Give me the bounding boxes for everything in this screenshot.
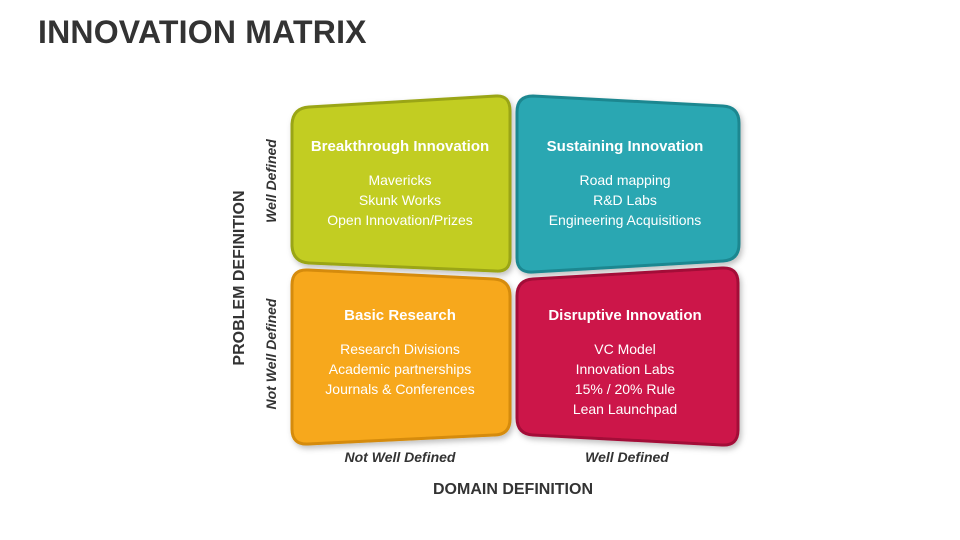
x-axis-title: DOMAIN DEFINITION bbox=[433, 481, 593, 498]
quadrant-disruptive: Disruptive Innovation VC Model Innovatio… bbox=[520, 307, 730, 419]
quadrant-basic-item: Research Divisions bbox=[340, 341, 460, 357]
quadrant-sustaining: Sustaining Innovation Road mapping R&D L… bbox=[520, 138, 730, 230]
quadrant-disruptive-item: 15% / 20% Rule bbox=[574, 381, 676, 397]
x-axis-left-label: Not Well Defined bbox=[344, 449, 456, 465]
y-axis-title: PROBLEM DEFINITION bbox=[231, 190, 248, 366]
quadrant-disruptive-item: Innovation Labs bbox=[575, 361, 675, 377]
x-axis-right-label: Well Defined bbox=[585, 449, 669, 465]
quadrant-breakthrough: Breakthrough Innovation Mavericks Skunk … bbox=[295, 138, 505, 230]
quadrant-breakthrough-box bbox=[290, 94, 512, 273]
quadrant-disruptive-item: VC Model bbox=[594, 341, 656, 357]
y-axis-bottom-label: Not Well Defined bbox=[263, 298, 279, 410]
quadrant-breakthrough-title: Breakthrough Innovation bbox=[310, 138, 490, 155]
quadrant-disruptive-box bbox=[515, 266, 740, 447]
quadrant-basic: Basic Research Research Divisions Academ… bbox=[295, 307, 505, 399]
quadrant-sustaining-item: Road mapping bbox=[579, 172, 671, 188]
quadrant-breakthrough-item: Skunk Works bbox=[358, 192, 442, 208]
quadrant-sustaining-item: Engineering Acquisitions bbox=[548, 212, 702, 228]
quadrant-sustaining-item: R&D Labs bbox=[593, 192, 657, 208]
quadrant-sustaining-box bbox=[515, 94, 741, 274]
quadrant-sustaining-title: Sustaining Innovation bbox=[546, 138, 704, 155]
quadrant-disruptive-title: Disruptive Innovation bbox=[548, 307, 702, 324]
quadrant-basic-box bbox=[290, 268, 512, 446]
quadrant-disruptive-item: Lean Launchpad bbox=[572, 401, 678, 417]
page-title: INNOVATION MATRIX bbox=[38, 14, 367, 50]
y-axis-top-label: Well Defined bbox=[263, 139, 279, 223]
quadrant-breakthrough-item: Open Innovation/Prizes bbox=[327, 212, 473, 228]
quadrant-basic-item: Journals & Conferences bbox=[325, 381, 475, 397]
quadrant-breakthrough-item: Mavericks bbox=[368, 172, 432, 188]
quadrant-basic-item: Academic partnerships bbox=[328, 361, 472, 377]
quadrant-basic-title: Basic Research bbox=[344, 307, 456, 324]
